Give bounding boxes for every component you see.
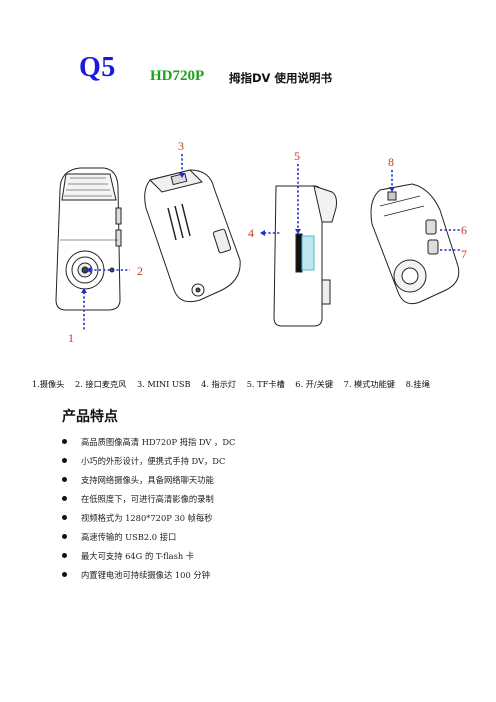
feature-list: 高品质图像高清 HD720P 拇指 DV ，DC 小巧的外形设计，便携式手持 D… — [62, 436, 235, 588]
callout-7: 7 — [461, 247, 467, 261]
part-label: 3. MINI USB — [136, 379, 191, 389]
feature-item: 高品质图像高清 HD720P 拇指 DV ，DC — [62, 436, 235, 455]
camera-front-view — [55, 167, 122, 311]
part-label: 1.摄像头 — [32, 379, 65, 389]
part-label: 4. 指示灯 — [201, 379, 237, 389]
part-label: 6. 开/关键 — [295, 379, 334, 389]
bullet-icon — [62, 477, 67, 482]
bullet-icon — [62, 534, 67, 539]
callout-5: 5 — [294, 149, 300, 163]
feature-item: 小巧的外形设计，便携式手持 DV，DC — [62, 455, 235, 474]
part-label: 7. 模式功能键 — [343, 379, 395, 389]
bullet-icon — [62, 515, 67, 520]
feature-item: 支持网络摄像头，具备网络聊天功能 — [62, 474, 235, 493]
device-diagram: 1 2 3 4 5 6 7 8 — [55, 139, 467, 345]
camera-side-view — [273, 185, 337, 327]
bullet-icon — [62, 458, 67, 463]
callout-4: 4 — [248, 226, 254, 240]
mode-button — [427, 239, 439, 255]
feature-item: 高速传输的 USB2.0 接口 — [62, 531, 235, 550]
camera-angle-view — [144, 169, 241, 303]
part-label: 2. 接口麦克风 — [74, 379, 127, 389]
model-title: Q5 — [79, 52, 116, 83]
tf-card-slot — [295, 233, 303, 273]
callout-6: 6 — [461, 223, 467, 237]
feature-item: 最大可支持 64G 的 T-flash 卡 — [62, 550, 235, 569]
feature-item: 在低照度下，可进行高清影像的录制 — [62, 493, 235, 512]
camera-back-view — [370, 183, 460, 305]
feature-item: 内置锂电池可持续摄像达 100 分钟 — [62, 569, 235, 588]
callout-1: 1 — [68, 331, 74, 345]
hd720p-title: HD720P — [150, 68, 205, 84]
bullet-icon — [62, 496, 67, 501]
callout-8: 8 — [388, 155, 394, 169]
bullet-icon — [62, 439, 67, 444]
bullet-icon — [62, 572, 67, 577]
section-heading: 产品特点 — [62, 409, 118, 425]
part-label: 8.挂绳 — [405, 379, 430, 389]
feature-item: 视频格式为 1280*720P 30 帧每秒 — [62, 512, 235, 531]
power-button — [425, 219, 437, 235]
parts-caption: 1.摄像头 2. 接口麦克风 3. MINI USB 4. 指示灯 5. TF卡… — [32, 378, 438, 390]
bullet-icon — [62, 553, 67, 558]
callout-2: 2 — [137, 264, 143, 278]
indicator-light — [301, 235, 315, 271]
part-label: 5. TF卡槽 — [246, 379, 285, 389]
callout-3: 3 — [178, 139, 184, 153]
manual-title: 拇指DV 使用说明书 — [229, 71, 332, 85]
